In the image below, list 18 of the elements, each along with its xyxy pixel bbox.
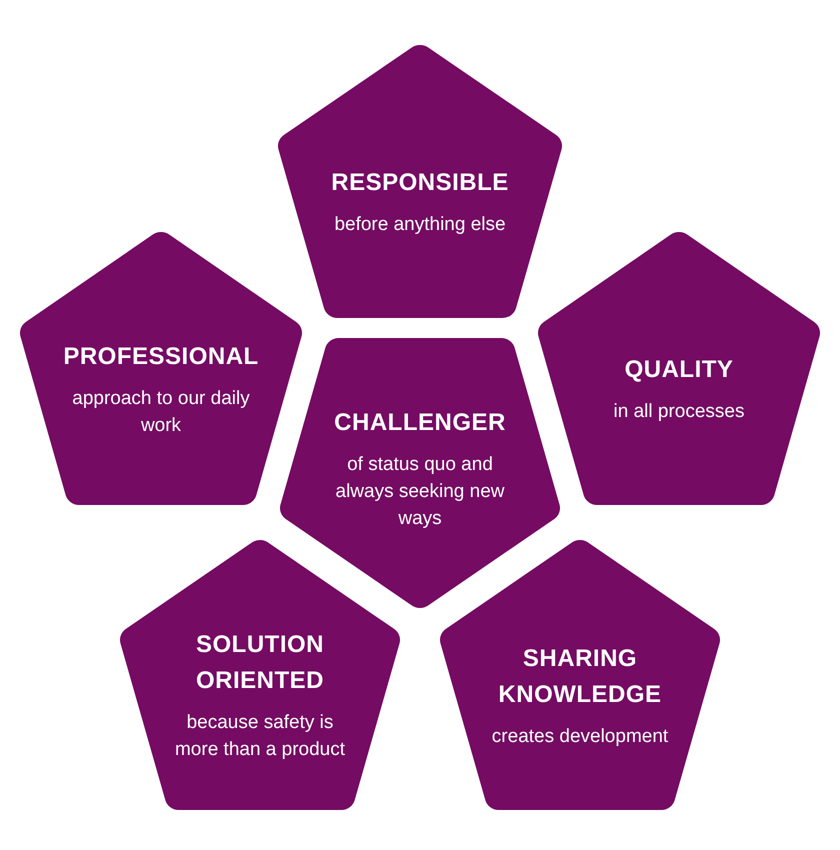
value-description: before anything else	[334, 213, 506, 237]
value-description: in all processes	[614, 400, 744, 424]
value-heading: QUALITY	[624, 355, 734, 385]
value-heading: CHALLENGER	[334, 408, 506, 438]
value-pentagon	[278, 45, 562, 318]
value-pentagon	[440, 540, 720, 810]
value-description: creates development	[492, 724, 668, 748]
value-description: because safety is more than a product	[174, 711, 346, 762]
value-description: of status quo and always seeking new ways	[334, 452, 506, 530]
value-pentagon	[20, 232, 302, 505]
value-heading: PROFESSIONAL	[63, 342, 259, 372]
value-heading: SOLUTION ORIENTED	[194, 630, 325, 696]
value-description: approach to our daily work	[71, 386, 251, 438]
value-pentagon	[120, 540, 400, 810]
value-heading: SHARING KNOWLEDGE	[497, 644, 663, 710]
value-pentagon	[538, 232, 820, 505]
value-pentagon	[280, 338, 560, 608]
value-heading: RESPONSIBLE	[331, 168, 509, 198]
